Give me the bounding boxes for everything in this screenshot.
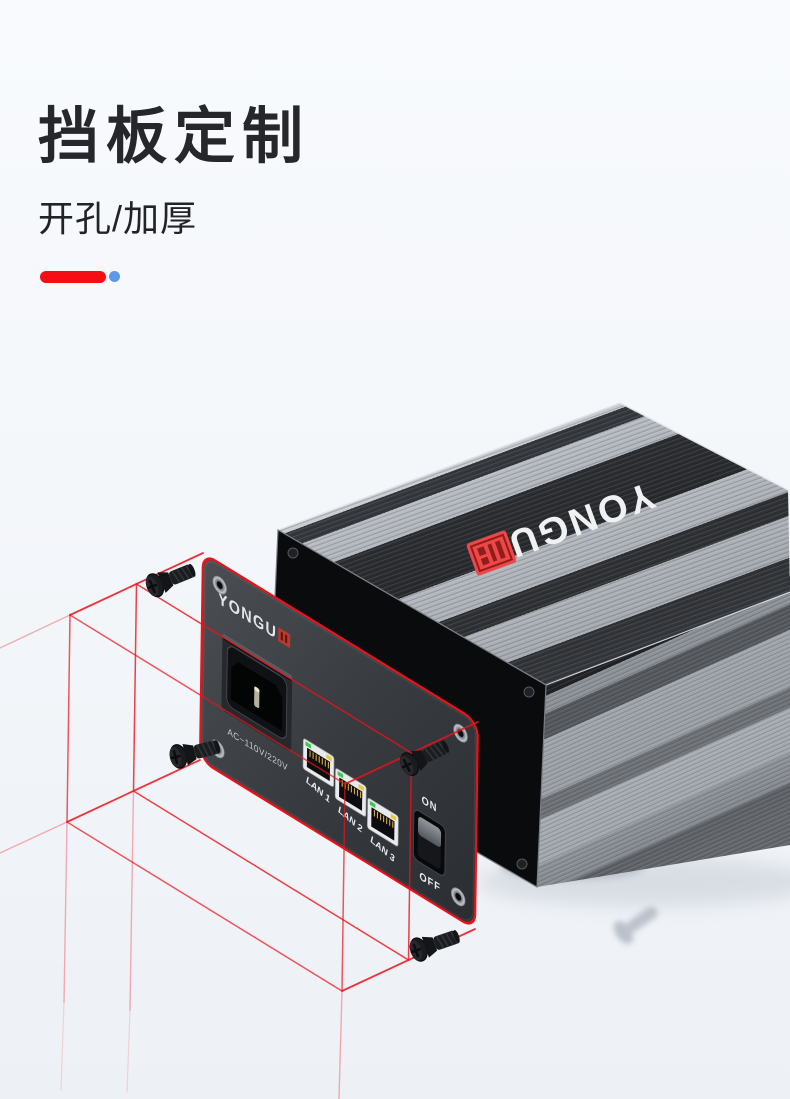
page-subtitle: 开孔/加厚 bbox=[38, 198, 198, 240]
wireframe-extension-lines bbox=[0, 614, 343, 1099]
wireframe bbox=[0, 552, 479, 1099]
led-green bbox=[337, 771, 344, 779]
front-panel: YONGU AC~110V/220 bbox=[199, 557, 479, 925]
brand-seal-icon bbox=[466, 530, 517, 576]
panel-brand-badge-icon bbox=[278, 627, 291, 649]
led-yellow bbox=[390, 813, 397, 821]
floating-screw-bottom bbox=[405, 923, 464, 965]
led-yellow bbox=[326, 754, 332, 762]
hero-text-block: 挡板定制 开孔/加厚 bbox=[38, 104, 310, 242]
accent-decoration bbox=[40, 268, 120, 283]
accent-line bbox=[40, 270, 106, 283]
enclosure-back-edge bbox=[277, 402, 789, 531]
enclosure-top-fins bbox=[278, 403, 790, 685]
led-green bbox=[305, 741, 312, 749]
power-switch bbox=[412, 809, 446, 876]
floating-screw-top-left bbox=[141, 557, 201, 601]
panel-face bbox=[199, 557, 479, 925]
page-title: 挡板定制 bbox=[38, 102, 311, 170]
lan-port-1 bbox=[302, 738, 335, 787]
screw-boss bbox=[516, 858, 528, 870]
enclosure-front-right-edge bbox=[545, 591, 790, 686]
screw-boss bbox=[523, 686, 535, 698]
screw-shadow bbox=[613, 906, 658, 944]
wireframe-extension-lines-faint bbox=[60, 1001, 131, 1093]
screw-boss bbox=[287, 547, 299, 559]
led-green bbox=[369, 800, 376, 809]
led-yellow bbox=[358, 783, 365, 792]
wireframe-depth-edges bbox=[66, 552, 479, 992]
enclosure-side-fins bbox=[537, 576, 790, 887]
lan-port-3 bbox=[367, 798, 399, 847]
accent-dot bbox=[109, 271, 120, 283]
